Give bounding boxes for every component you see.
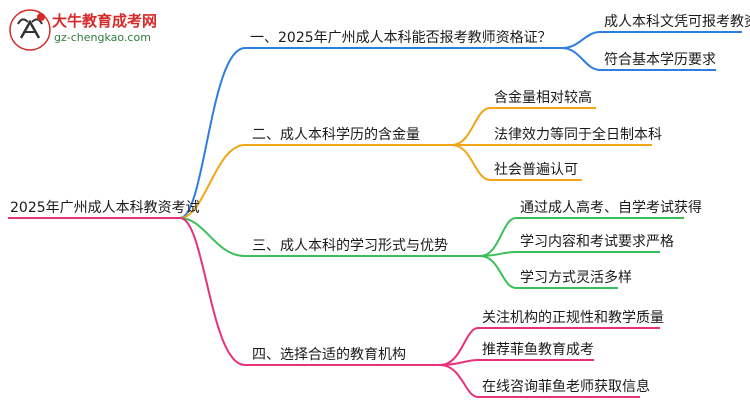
b4-child-3: 在线咨询菲鱼老师获取信息: [482, 379, 650, 395]
connector-branch-2: [179, 144, 246, 219]
connector-b1-c1: [561, 31, 601, 49]
b1-child-2: 符合基本学历要求: [604, 52, 716, 68]
connector-b4-c2: [439, 359, 479, 366]
connector-b4-c3: [439, 364, 479, 398]
connector-branch-1: [179, 47, 246, 219]
logo-url: gz-chengkao.com: [54, 31, 151, 44]
root-node: 2025年广州成人本科教资考试: [10, 200, 200, 216]
connector-b2-c3: [451, 144, 491, 181]
branch-1-label: 一、2025年广州成人本科能否报考教师资格证？: [250, 30, 552, 46]
b4-child-2: 推荐菲鱼教育成考: [482, 342, 594, 358]
connector-b2-c1: [451, 107, 491, 146]
b2-child-3: 社会普遍认可: [494, 162, 578, 178]
b2-child-1: 含金量相对较高: [494, 90, 592, 106]
site-logo: 大牛教育成考网 gz-chengkao.com: [8, 8, 178, 52]
b2-child-2: 法律效力等同于全日制本科: [494, 127, 662, 143]
b3-child-2: 学习内容和考试要求严格: [520, 234, 674, 250]
logo-title: 大牛教育成考网: [52, 12, 158, 30]
branch-4-label: 四、选择合适的教育机构: [252, 347, 406, 363]
b1-child-1: 成人本科文凭可报考教资: [604, 14, 750, 30]
connector-branch-3: [179, 217, 246, 257]
connector-b1-c2: [561, 47, 601, 71]
branch-3-label: 三、成人本科的学习形式与优势: [252, 238, 448, 254]
connector-branch-4: [179, 217, 246, 366]
b3-child-3: 学习方式灵活多样: [520, 270, 632, 286]
b3-child-1: 通过成人高考、自学考试获得: [520, 200, 702, 216]
b4-child-1: 关注机构的正规性和教学质量: [482, 310, 664, 326]
bull-logo-icon: [9, 9, 51, 51]
connector-b3-c1: [479, 217, 517, 257]
branch-2-label: 二、成人本科学历的含金量: [252, 127, 420, 143]
connector-b3-c3: [479, 255, 517, 289]
